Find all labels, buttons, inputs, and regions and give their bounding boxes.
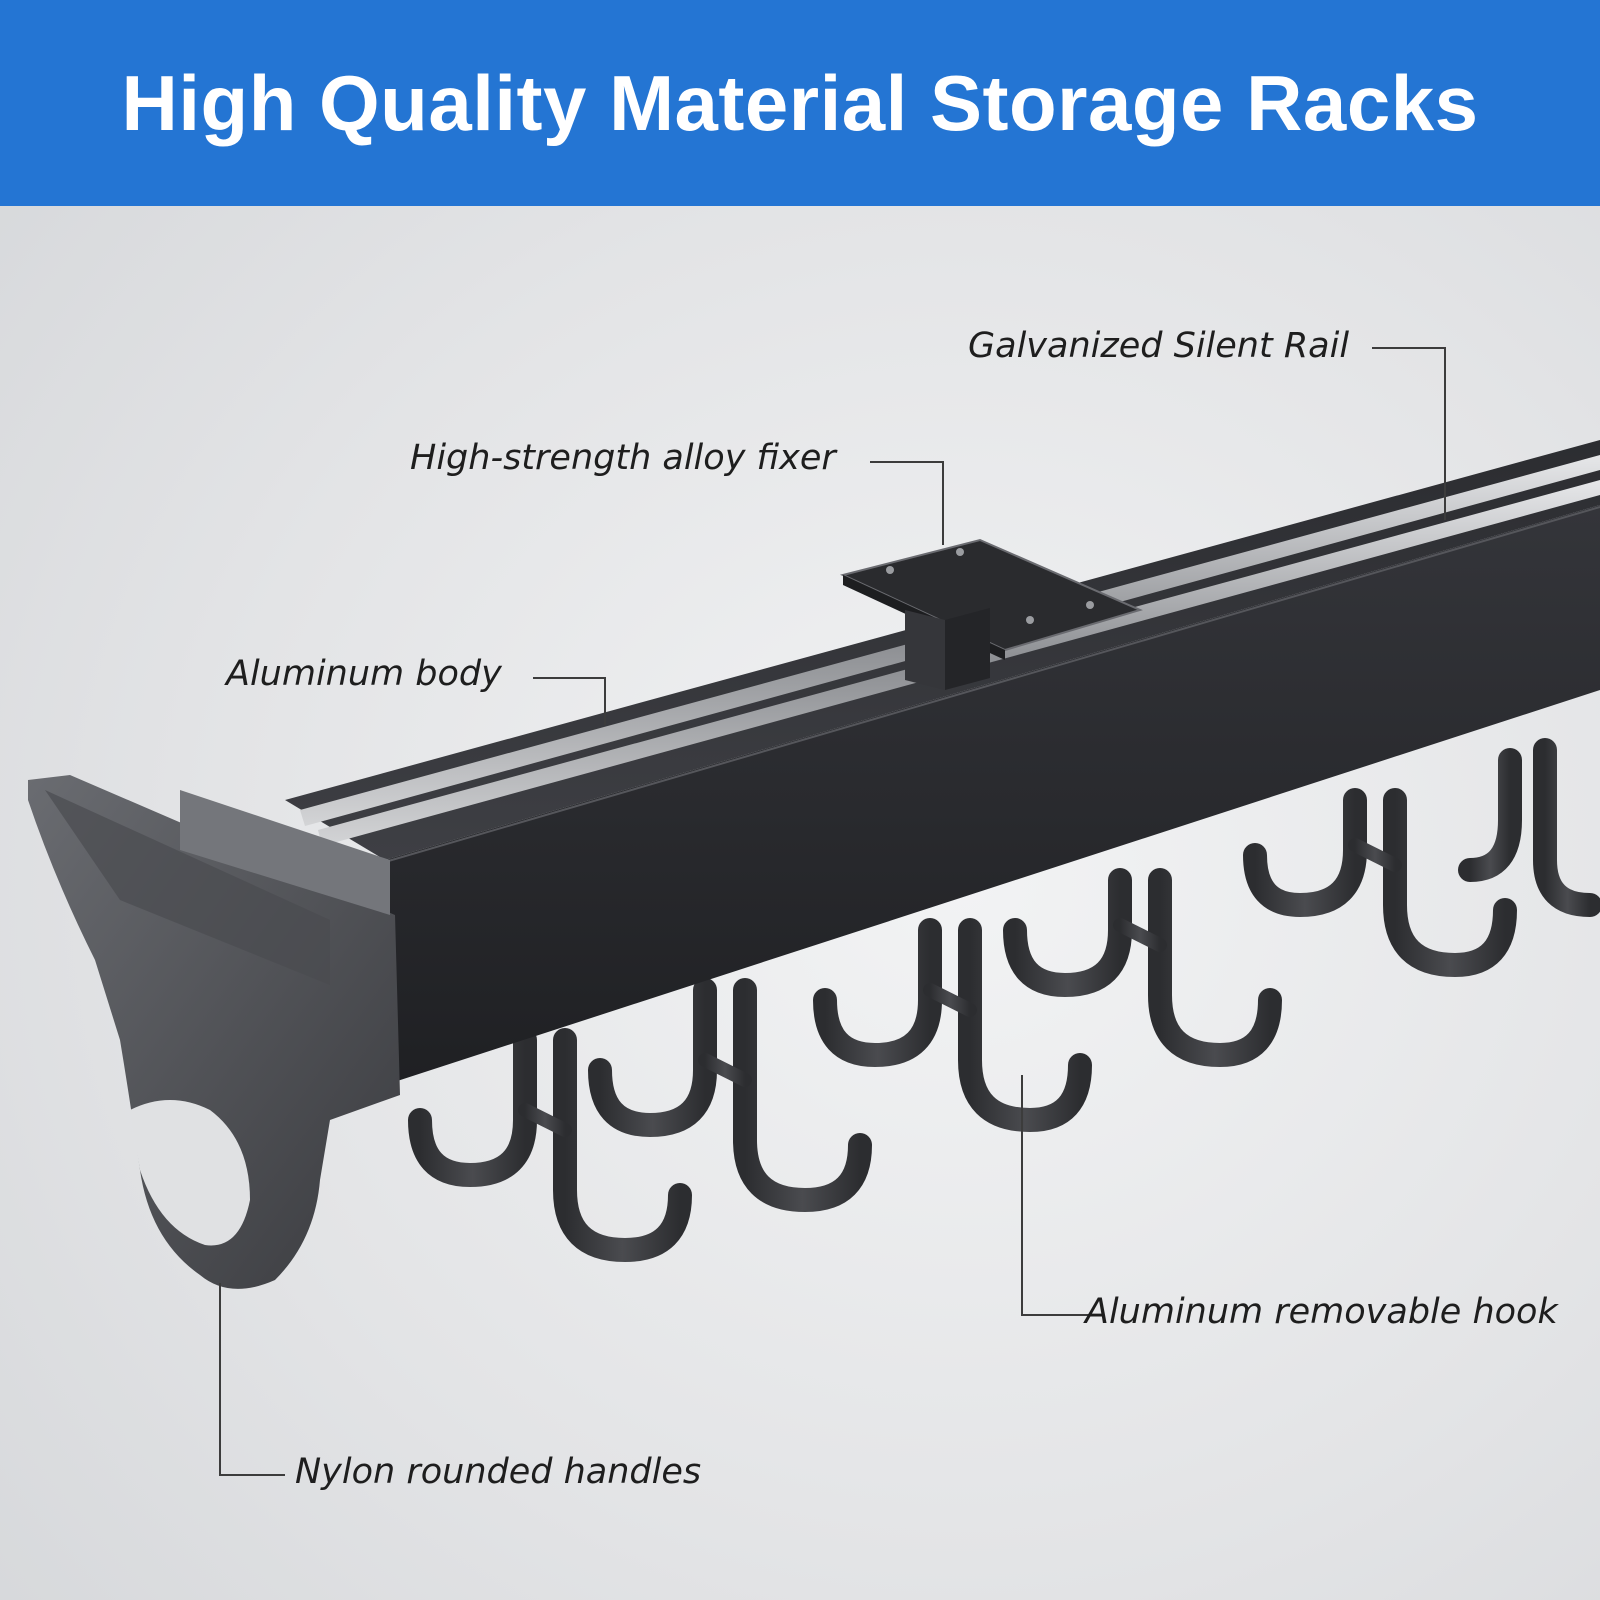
hook [1533,738,1600,917]
hook [733,978,872,1213]
page-title: High Quality Material Storage Racks [121,58,1479,147]
hook [1113,918,1167,952]
hook [518,1103,572,1137]
hook-group [408,738,1600,1263]
hook [1003,868,1132,998]
aluminum-body-front [385,505,1600,1085]
nylon-handle [28,775,400,1289]
hook [588,978,717,1138]
callout-nylon-rounded-handles: Nylon rounded handles [295,1452,702,1492]
callout-aluminum-removable-hook: Aluminum removable hook [1085,1292,1558,1332]
hook [1458,748,1522,882]
hook [408,1028,537,1188]
hook [923,983,977,1017]
hook [698,1053,752,1087]
alloy-fixer [840,538,1143,690]
hook [553,1028,692,1263]
hook [813,918,942,1068]
hook [1148,868,1282,1068]
callout-aluminum-body: Aluminum body [226,654,502,694]
hook [1243,788,1367,918]
hook [1348,838,1402,872]
callout-galvanized-silent-rail: Galvanized Silent Rail [968,326,1350,366]
callout-alloy-fixer: High-strength alloy fixer [410,438,836,478]
header-banner: High Quality Material Storage Racks [0,0,1600,206]
hook [1383,788,1517,978]
